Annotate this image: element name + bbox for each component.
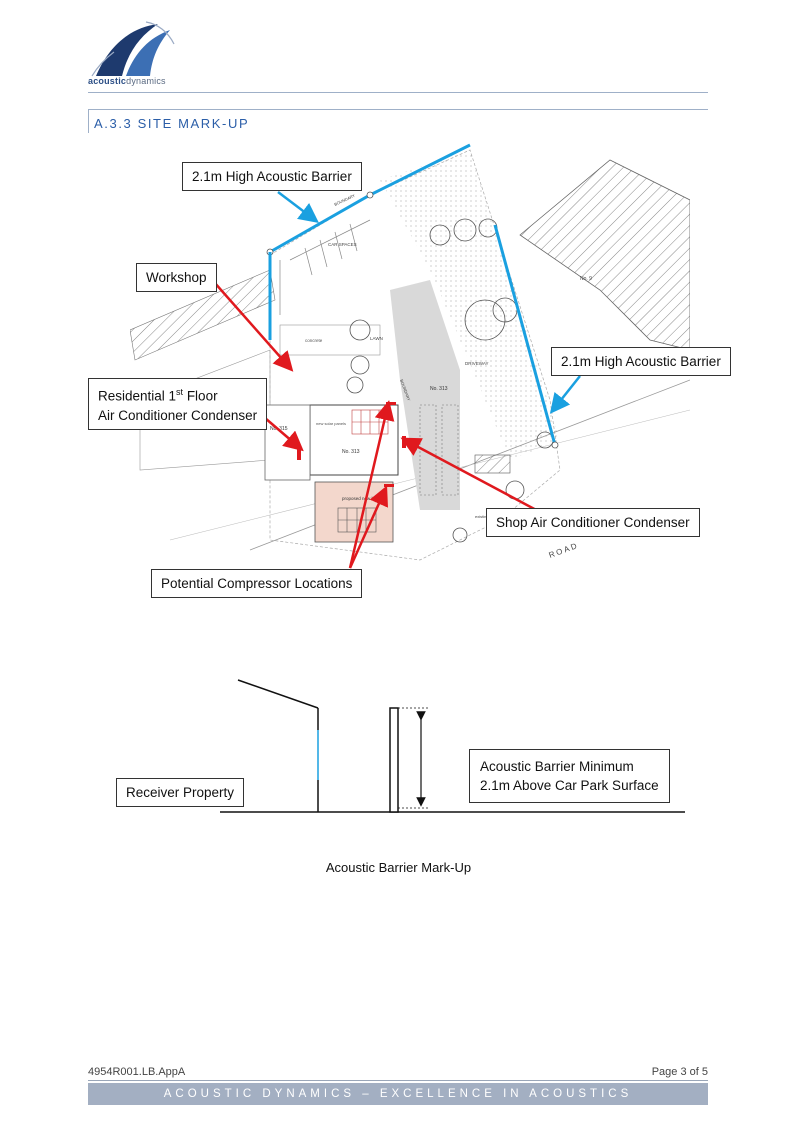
driveway-label: DRIVEWAY [465,361,489,366]
arrow-compressor-1 [348,400,395,569]
callout-receiver: Receiver Property [116,778,245,807]
lawn-label: LAWN [370,336,383,341]
logo-wordmark: acousticdynamics [88,76,166,86]
footer-rule [88,1080,708,1081]
figure-caption: Acoustic Barrier Mark-Up [325,860,472,875]
acoustic-barrier-right [493,224,559,449]
car-park [279,219,371,315]
neighbour-building-left [130,269,276,361]
section-title: A.3.3 SITE MARK-UP [94,116,250,131]
section-title-rule [88,109,708,110]
footer-tagline: ACOUSTIC DYNAMICS – EXCELLENCE IN ACOUST… [88,1083,708,1105]
arrow-barrier-right [549,375,581,414]
neighbour-building-right: No. 9 [519,159,690,351]
proposed-label: proposed new building [342,496,388,501]
receiver-roof [237,679,319,709]
callout-barrier-min: Acoustic Barrier Minimum 2.1m Above Car … [469,749,670,803]
existing-label: existing [475,514,489,519]
arrow-compressor-2 [348,485,388,569]
callout-barrier-top: 2.1m High Acoustic Barrier [182,162,362,191]
concrete-area [279,324,381,356]
section-title-tick [88,109,89,133]
concrete-label: concrete [305,338,323,343]
existing-structure [474,454,511,474]
landscape-area [380,150,560,460]
callout-compressor: Potential Compressor Locations [151,569,363,598]
acoustic-dynamics-logo [91,21,175,77]
driveway [390,280,460,510]
car-spaces-label: CAR SPACES [328,242,357,247]
callout-shop-ac: Shop Air Conditioner Condenser [486,508,700,537]
solar-panels-lower [337,507,377,533]
arrow-barrier-top [277,191,319,224]
new-solar-label: new solar panels [316,421,346,426]
site-boundary [269,149,561,561]
arrow-residential [264,417,304,452]
arrow-workshop [213,281,294,372]
lot-313-label: No. 313 [430,386,448,392]
footer-page-number: Page 3 of 5 [651,1066,708,1078]
building-313-label: No. 313 [342,449,360,455]
arrow-shop [400,437,541,514]
callout-residential: Residential 1st Floor Air Conditioner Co… [88,378,268,430]
driveway-bays [419,404,459,496]
acoustic-barrier-top [266,143,471,340]
callout-arrows [213,191,581,569]
barrier-section-diagram [220,679,685,813]
callout-workshop: Workshop [136,263,217,292]
callout-barrier-right: 2.1m High Acoustic Barrier [551,347,731,376]
svg-text:No. 9: No. 9 [580,276,592,282]
header-rule [88,92,708,93]
acoustic-barrier [389,707,399,813]
footer-reference: 4954R001.LB.AppA [88,1066,186,1078]
